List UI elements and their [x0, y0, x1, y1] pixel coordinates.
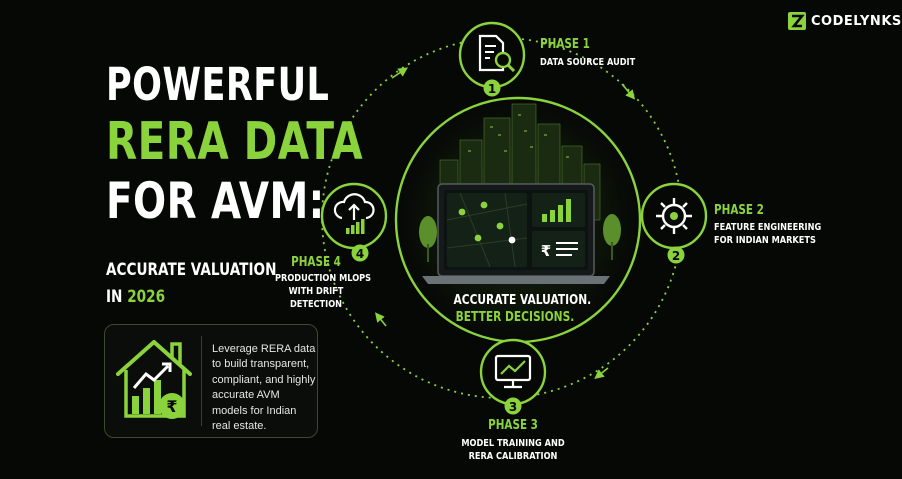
gear-icon: [656, 198, 692, 234]
center-tagline-line-1: ACCURATE VALUATION.: [453, 293, 592, 308]
cycle-arrow-2: [594, 367, 609, 379]
laptop-rupee-glyph: ₹: [541, 242, 551, 260]
phase-3-desc-line-2: RERA CALIBRATION: [468, 451, 558, 462]
headline-line-1: POWERFUL: [106, 58, 330, 111]
info-card-text: Leverage RERA data to build transparent,…: [212, 343, 316, 433]
phase-1-number: 1: [488, 82, 496, 96]
cycle-arrow-1: [621, 83, 636, 100]
phase-2-title: PHASE 2: [714, 203, 764, 218]
center-tagline-line-2: BETTER DECISIONS.: [455, 310, 575, 325]
phase-4-number: 4: [356, 247, 364, 261]
headline: POWERFUL RERA DATA FOR AVM:: [106, 62, 363, 226]
skyline-windows: [468, 114, 569, 158]
phase-1-title: PHASE 1: [540, 37, 590, 52]
phase-3-desc-line-1: MODEL TRAINING AND: [461, 438, 565, 449]
headline-line-2: RERA DATA: [106, 112, 364, 172]
phase-2-desc-line-1: FEATURE ENGINEERING: [714, 222, 822, 233]
house-growth-icon: ₹: [116, 340, 192, 419]
tree-left: [419, 216, 437, 262]
phase-3-label: PHASE 3 MODEL TRAINING AND RERA CALIBRAT…: [450, 418, 576, 463]
cycle-arrow-4: [391, 67, 408, 79]
phase-3-title: PHASE 3: [488, 418, 538, 433]
subtitle-line-2: IN 2026: [106, 284, 276, 311]
subtitle-line-1: ACCURATE VALUATION: [106, 260, 277, 280]
phase-4-desc-line-1: PRODUCTION MLOPS: [275, 273, 372, 284]
phase-4-node: 4: [320, 182, 388, 262]
cycle-arrow-3: [375, 312, 387, 327]
brand-name: CODELYNKS: [811, 13, 902, 29]
phase-2-label: PHASE 2 FEATURE ENGINEERING FOR INDIAN M…: [714, 203, 845, 247]
phase-3-number: 3: [509, 400, 517, 414]
tree-right: [603, 214, 621, 260]
brand-logo: CODELYNKS: [788, 12, 902, 30]
phase-2-desc-line-2: FOR INDIAN MARKETS: [714, 235, 816, 246]
phase-4-desc-line-3: DETECTION: [289, 299, 343, 310]
phase-4-desc-line-2: WITH DRIFT: [288, 286, 344, 297]
headline-line-3: FOR AVM:: [106, 172, 325, 230]
subtitle-year: 2026: [127, 287, 166, 307]
phase-2-number: 2: [672, 249, 680, 263]
phase-3-node: 3: [479, 338, 547, 415]
phase-2-node: 2: [640, 182, 708, 264]
phase-1-desc-line-1: DATA SOURCE AUDIT: [540, 57, 636, 68]
phase-4-label: PHASE 4 PRODUCTION MLOPS WITH DRIFT DETE…: [266, 255, 372, 311]
center-tagline: ACCURATE VALUATION. BETTER DECISIONS.: [453, 292, 592, 326]
phase-1-node: 1: [458, 21, 526, 97]
subtitle: ACCURATE VALUATION IN 2026: [106, 257, 276, 311]
cloud-upload-icon: [333, 193, 375, 220]
card-divider: [201, 336, 202, 426]
card-rupee-glyph: ₹: [166, 397, 177, 416]
phase-1-label: PHASE 1 DATA SOURCE AUDIT: [540, 37, 656, 69]
laptop-illustration: ₹: [422, 183, 610, 284]
phase-4-title: PHASE 4: [291, 255, 341, 270]
subtitle-prefix: IN: [106, 287, 128, 307]
codelynks-logo-icon: [788, 12, 806, 30]
